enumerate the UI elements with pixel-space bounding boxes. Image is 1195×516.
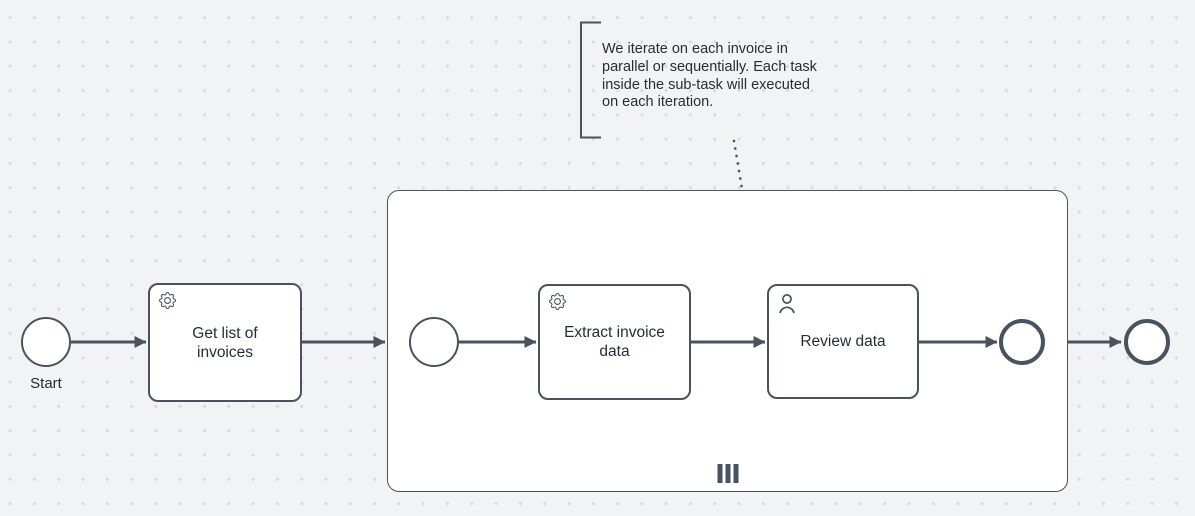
inner-end-event[interactable] <box>999 319 1045 365</box>
text-annotation[interactable]: We iterate on each invoice in parallel o… <box>602 41 817 111</box>
start-event-label[interactable]: Start <box>30 375 62 392</box>
inner-start-event[interactable] <box>409 317 459 367</box>
marker-bar <box>725 464 730 483</box>
task-label: Get list of invoices <box>192 324 258 361</box>
end-event[interactable] <box>1124 319 1170 365</box>
task-get-list-of-invoices[interactable]: Get list of invoices <box>148 283 302 402</box>
task-extract-invoice-data[interactable]: Extract invoice data <box>538 284 691 400</box>
task-label: Extract invoice data <box>564 324 665 360</box>
annotation-bracket <box>580 21 601 139</box>
user-icon <box>779 294 795 314</box>
parallel-multi-instance-marker <box>717 464 738 483</box>
gear-icon <box>159 292 176 309</box>
annotation-association[interactable] <box>732 139 744 191</box>
gear-icon <box>549 293 566 310</box>
marker-bar <box>733 464 738 483</box>
start-event[interactable] <box>21 317 71 367</box>
task-review-data[interactable]: Review data <box>767 284 919 399</box>
task-label: Review data <box>800 333 886 350</box>
marker-bar <box>717 464 722 483</box>
